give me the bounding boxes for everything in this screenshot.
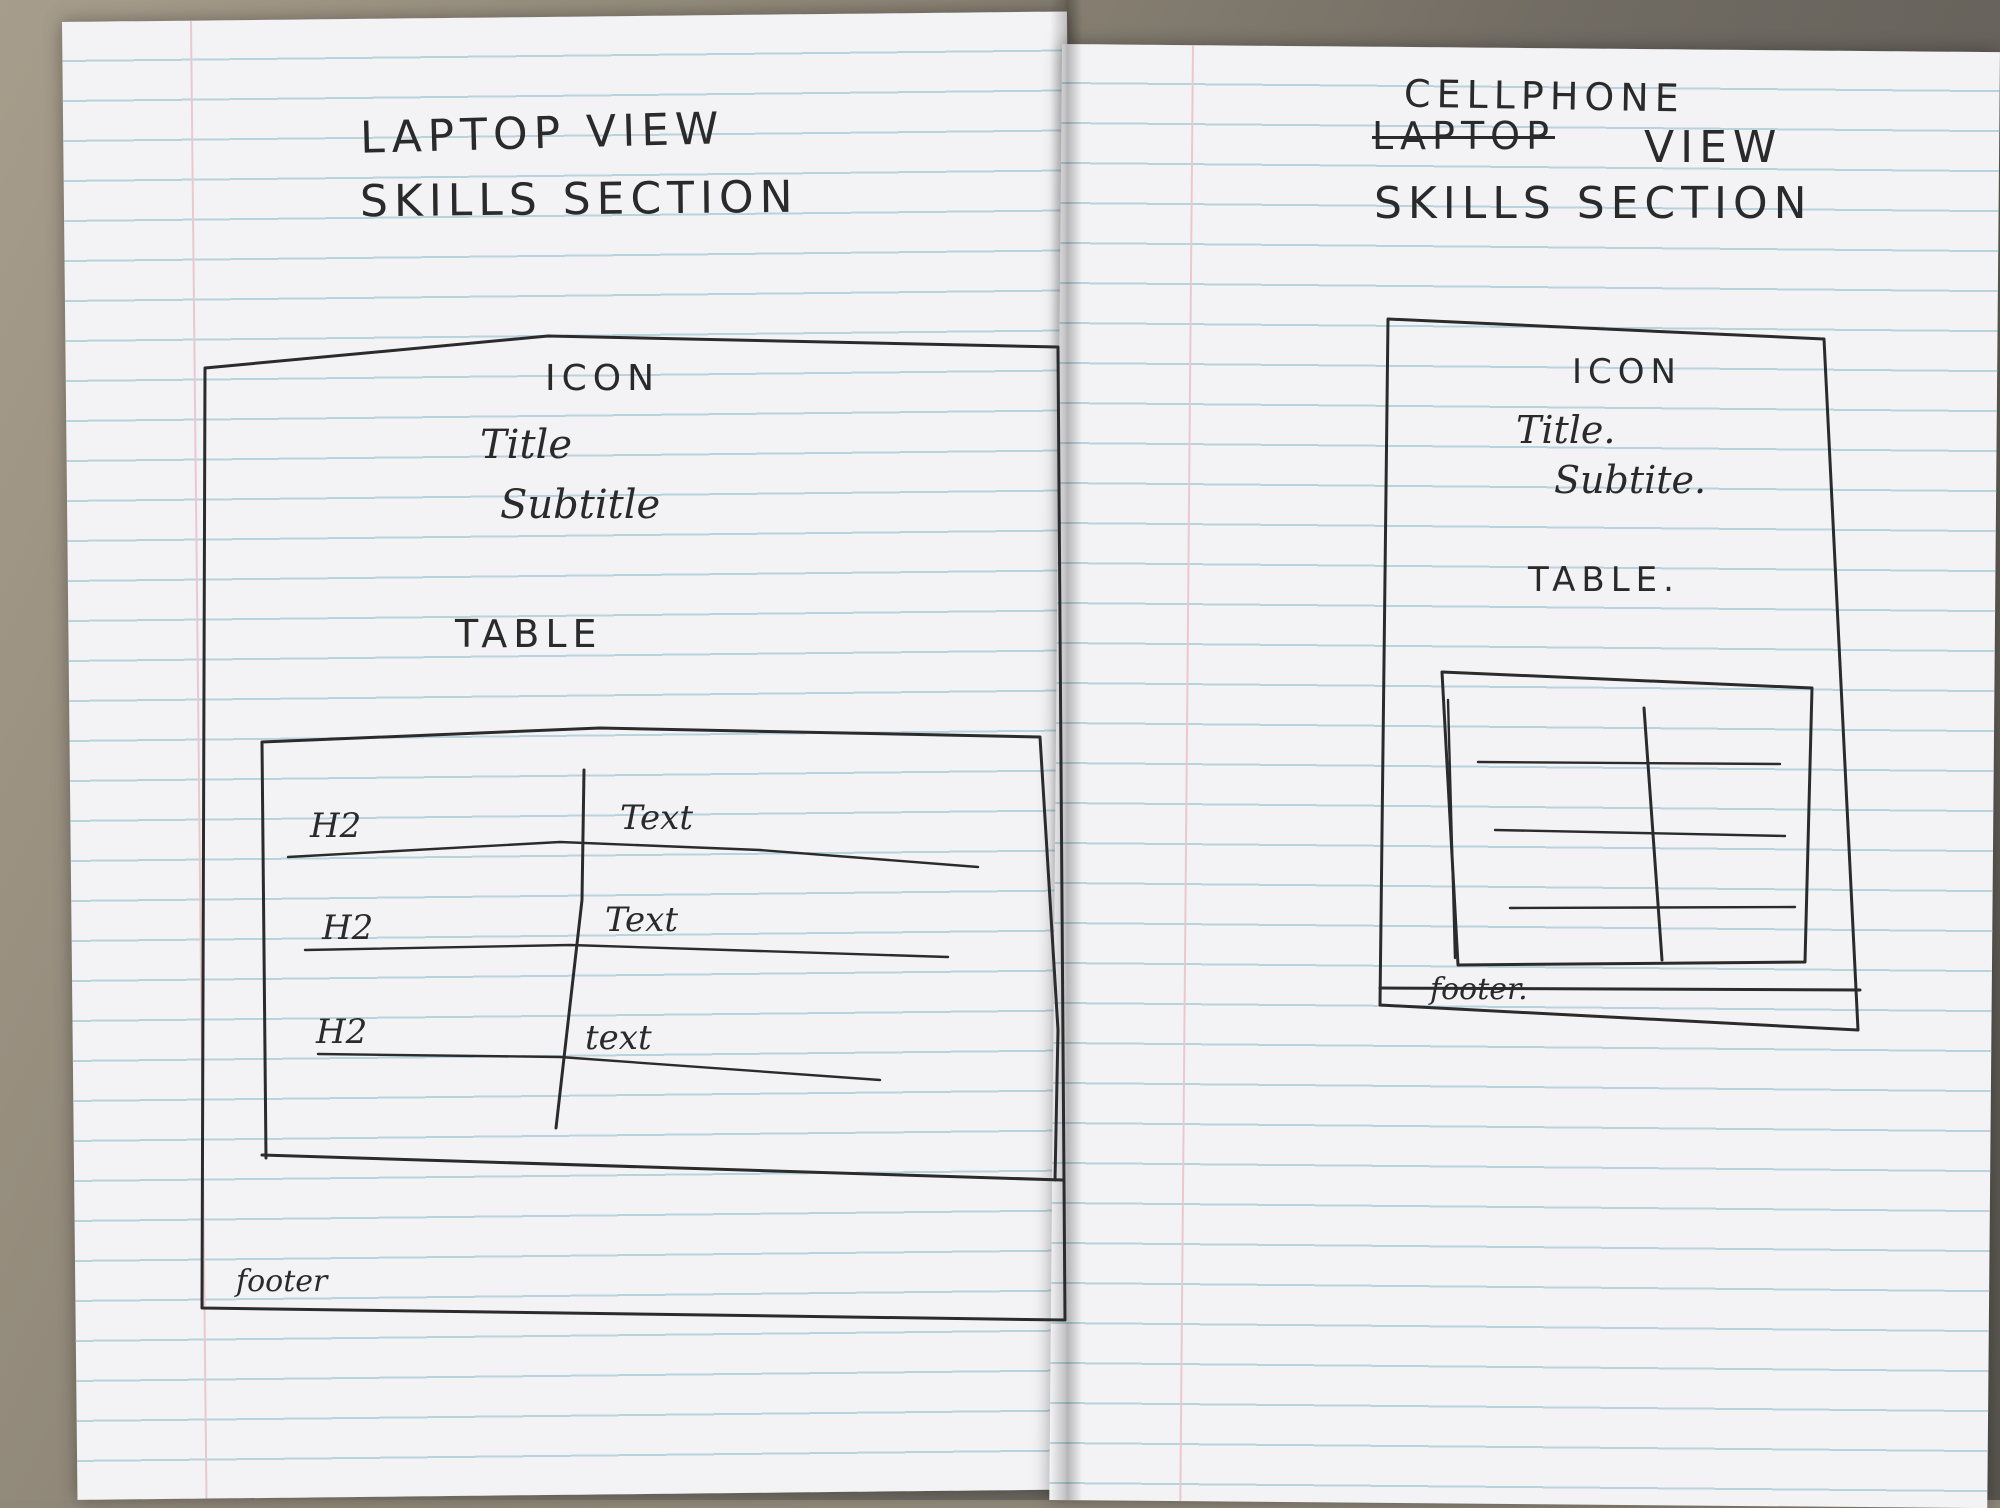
cellphone-footer-placeholder: footer.: [1430, 972, 1528, 1007]
laptop-row1-text: Text: [620, 798, 693, 838]
cellphone-table-label: TABLE.: [1528, 560, 1680, 600]
laptop-row3-text: text: [585, 1018, 652, 1058]
laptop-table-row-line-2: [303, 943, 950, 959]
laptop-table-row-line-1: [286, 840, 980, 869]
laptop-footer-divider: [260, 1153, 1064, 1182]
laptop-row2-text: Text: [605, 900, 678, 940]
cellphone-table-frame: [1440, 670, 1814, 967]
laptop-view-heading: LAPTOP VIEW: [359, 103, 726, 164]
laptop-table-row-line-3: [316, 1052, 882, 1082]
struck-laptop-heading-word: LAPTOP: [1372, 114, 1555, 158]
laptop-row3-header: H2: [316, 1012, 368, 1052]
cellphone-table-inner-frame: [1446, 698, 1457, 960]
notebook-spine-shadow: [1050, 0, 1082, 1500]
laptop-icon-placeholder: ICON: [545, 358, 661, 399]
laptop-subtitle-placeholder: Subtitle: [500, 482, 661, 528]
laptop-row2-header: H2: [322, 908, 374, 948]
cellphone-icon-placeholder: ICON: [1572, 352, 1682, 392]
laptop-row1-header: H2: [310, 806, 362, 846]
laptop-outer-frame: [200, 334, 1067, 1322]
laptop-table-column-divider: [554, 768, 586, 1130]
cellphone-table-row-line-1: [1476, 760, 1782, 766]
cellphone-skills-section-heading: SKILLS SECTION: [1374, 178, 1813, 229]
cellphone-footer-divider: [1378, 986, 1862, 992]
cellphone-title-placeholder: Title.: [1516, 408, 1616, 452]
cellphone-table-row-line-3: [1508, 905, 1797, 910]
laptop-footer-placeholder: footer: [236, 1264, 328, 1299]
cellphone-subtitle-placeholder: Subtite.: [1554, 458, 1707, 502]
cellphone-outer-frame: [1378, 317, 1860, 1032]
laptop-title-placeholder: Title: [480, 422, 573, 468]
cellphone-view-heading: VIEW: [1644, 122, 1783, 173]
cellphone-table-row-line-2: [1493, 828, 1787, 838]
laptop-table-frame: [260, 726, 1060, 1182]
laptop-skills-section-heading: SKILLS SECTION: [359, 171, 799, 228]
laptop-table-label: TABLE: [455, 612, 603, 656]
